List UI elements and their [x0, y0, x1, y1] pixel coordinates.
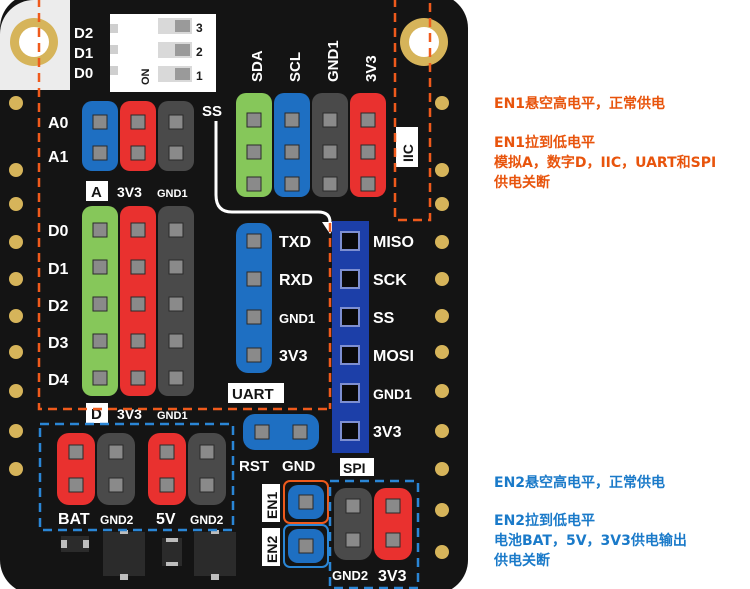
annotation-en1-float: EN1悬空高电平，正常供电	[494, 96, 666, 112]
annotation-en1-low-line2: 模拟A，数字D，IIC，UART和SPI	[494, 155, 717, 171]
spi-label-miso: MISO	[373, 234, 414, 251]
spi-label-mosi: MOSI	[373, 348, 414, 365]
uart-tag	[228, 383, 284, 403]
spi-tag	[340, 458, 374, 476]
digital-label-d1: D1	[48, 261, 69, 278]
analog-label-a1: A1	[48, 149, 69, 166]
en-output-label-3v3: 3V3	[378, 568, 407, 585]
dip-number-1: 1	[196, 69, 203, 83]
digital-header[interactable]	[82, 206, 194, 396]
reset-label-rst: RST	[239, 458, 269, 475]
analog-section-label: A	[91, 184, 102, 201]
en2-label: EN2	[264, 536, 280, 563]
annotation-en2-low-line2: 电池BAT，5V，3V3供电输出	[494, 533, 687, 549]
dip-number-2: 2	[196, 45, 203, 59]
annotation-en2-low-title: EN2拉到低电平	[494, 513, 596, 529]
annotation-en2-float: EN2悬空高电平，正常供电	[494, 475, 666, 491]
uart-label-3v3: 3V3	[279, 348, 308, 365]
mounting-hole-left	[0, 0, 70, 90]
spi-label-ss: SS	[373, 310, 395, 327]
digital-label-d3: D3	[48, 335, 69, 352]
dip-label-d1: D1	[74, 45, 93, 62]
power-header-bat[interactable]	[57, 433, 135, 505]
spi-label-3v3: 3V3	[373, 424, 402, 441]
iic-label-gnd1: GND1	[325, 40, 342, 82]
spi-header[interactable]	[332, 221, 369, 453]
edge-pads-right	[435, 96, 449, 559]
dip-on-label: ON	[140, 68, 152, 85]
iic-name: IIC	[400, 144, 416, 162]
power-label-5v: 5V	[156, 511, 176, 528]
uart-header[interactable]	[236, 223, 272, 373]
analog-3v3-label: 3V3	[117, 184, 142, 200]
iic-label-3v3: 3V3	[363, 55, 380, 82]
mounting-hole-right	[400, 18, 448, 66]
iic-tag	[396, 127, 418, 167]
en-output-label-gnd2: GND2	[332, 568, 368, 583]
reset-header[interactable]	[243, 414, 319, 450]
power-label-bat: BAT	[58, 511, 90, 528]
uart-label-gnd1: GND1	[279, 311, 315, 326]
uart-label-txd: TXD	[279, 234, 311, 251]
en1-tag	[262, 484, 280, 522]
smd-components	[61, 530, 236, 580]
en2-tag	[262, 528, 280, 566]
ss-route-arrow	[214, 121, 332, 232]
digital-label-d2: D2	[48, 298, 69, 315]
analog-tag	[86, 181, 108, 201]
dip-switch[interactable]	[110, 14, 216, 92]
annotation-en1-low-title: EN1拉到低电平	[494, 135, 596, 151]
en1-pad[interactable]	[283, 480, 329, 524]
power-label-gnd2-a: GND2	[100, 513, 134, 527]
analog-label-a0: A0	[48, 115, 69, 132]
iic-label-scl: SCL	[287, 52, 304, 82]
iic-label-sda: SDA	[249, 50, 266, 82]
digital-tag	[86, 403, 108, 423]
dip-label-d2: D2	[74, 25, 93, 42]
spi-label-sck: SCK	[373, 272, 407, 289]
reset-label-gnd: GND	[282, 458, 316, 475]
dip-number-3: 3	[196, 21, 203, 35]
en1-domain-outline	[37, 0, 432, 411]
power-label-gnd2-b: GND2	[190, 513, 224, 527]
iic-header[interactable]	[236, 93, 386, 197]
en2-domain-outline	[328, 479, 420, 589]
uart-name: UART	[232, 386, 274, 403]
power-domain-outline	[38, 422, 235, 532]
digital-section-label: D	[91, 406, 102, 423]
edge-pads-left	[9, 96, 23, 476]
analog-gnd-label: GND1	[157, 188, 188, 200]
uart-label-rxd: RXD	[279, 272, 313, 289]
spi-label-gnd1: GND1	[373, 386, 412, 402]
power-header-5v[interactable]	[148, 433, 226, 505]
digital-gnd-label: GND1	[157, 410, 188, 422]
dip-label-d0: D0	[74, 65, 93, 82]
digital-label-d0: D0	[48, 223, 69, 240]
en2-pad[interactable]	[283, 524, 329, 568]
digital-label-d4: D4	[48, 372, 69, 389]
ss-label: SS	[202, 103, 222, 120]
spi-name: SPI	[343, 460, 366, 476]
en-output-header[interactable]	[334, 488, 412, 560]
annotation-en1-low-line3: 供电关断	[494, 175, 550, 191]
en1-label: EN1	[264, 492, 280, 519]
analog-header[interactable]	[82, 101, 194, 171]
annotation-en2-low-line3: 供电关断	[494, 553, 550, 569]
